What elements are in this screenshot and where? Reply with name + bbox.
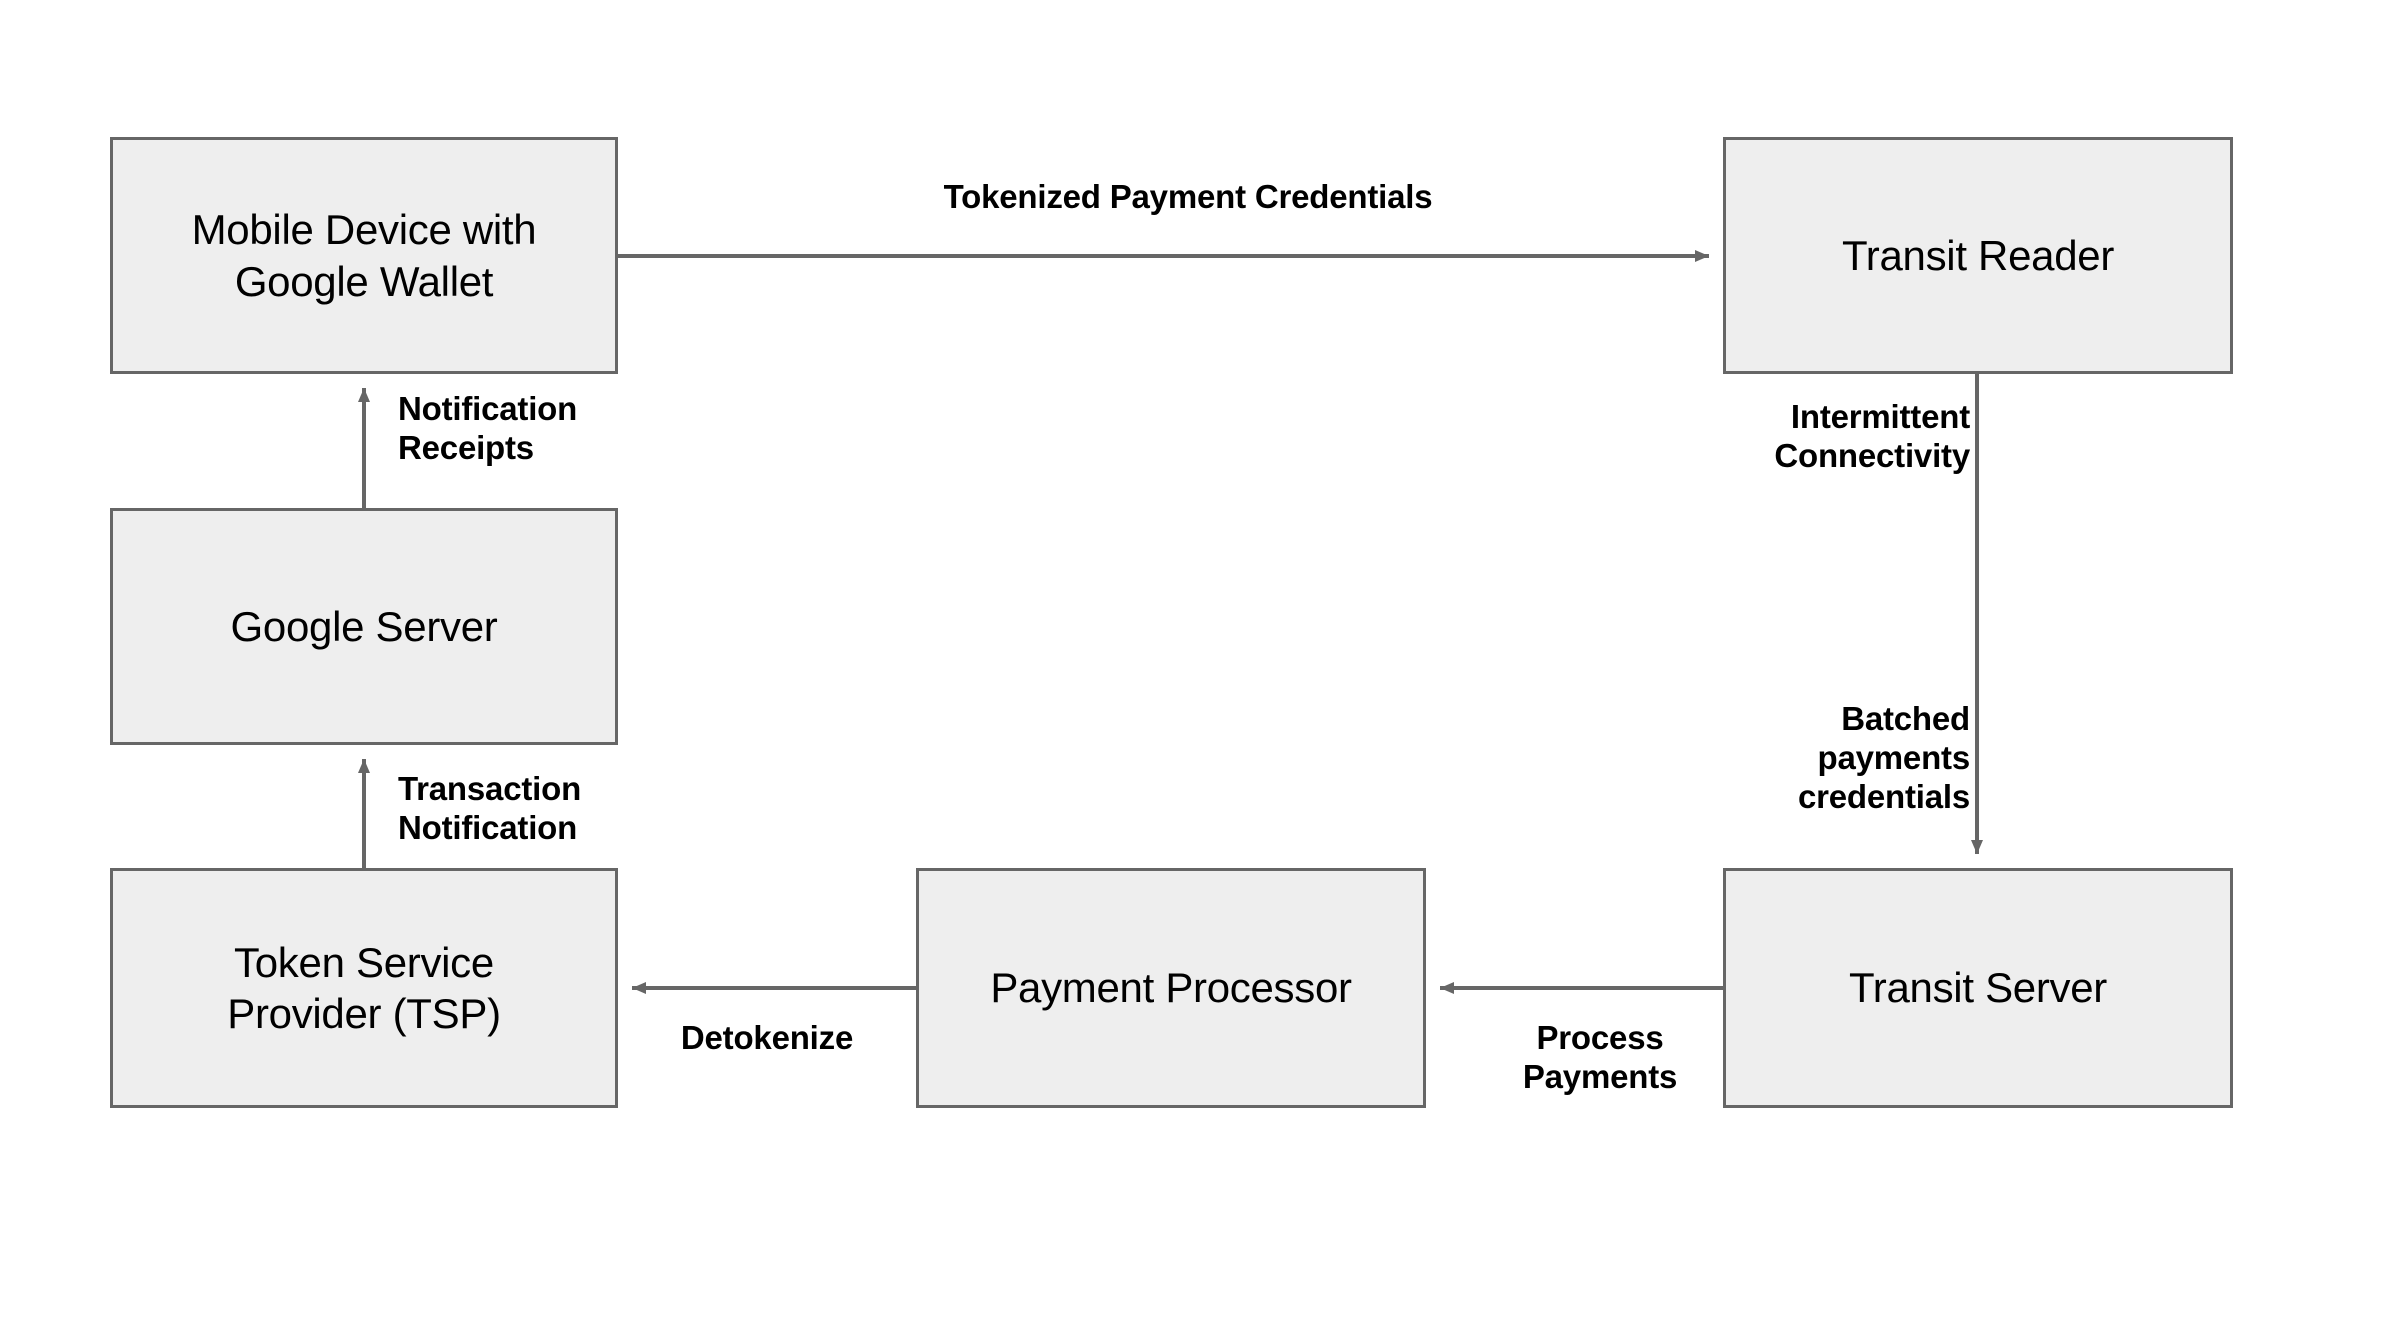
node-payment-processor[interactable]: Payment Processor [916, 868, 1426, 1108]
node-transit-server[interactable]: Transit Server [1723, 868, 2233, 1108]
edge-label-notification-receipts: Notification Receipts [398, 390, 578, 466]
node-payment-processor-label: Payment Processor [990, 964, 1352, 1012]
node-mobile-device[interactable]: Mobile Device with Google Wallet [110, 137, 618, 374]
node-token-service-provider-label: Token Service Provider (TSP) [227, 938, 501, 1037]
edge-label-process-payments: Process Payments [1522, 1019, 1678, 1095]
edge-label-transaction-notification: Transaction Notification [398, 770, 582, 846]
node-token-service-provider[interactable]: Token Service Provider (TSP) [110, 868, 618, 1108]
edge-label-intermittent-connectivity: Intermittent Connectivity [1774, 398, 1970, 474]
node-google-server[interactable]: Google Server [110, 508, 618, 745]
edge-label-batched-payments-credentials: Batched payments credentials [1797, 700, 1970, 815]
node-mobile-device-label: Mobile Device with Google Wallet [191, 206, 537, 305]
node-transit-reader[interactable]: Transit Reader [1723, 137, 2233, 374]
node-transit-server-label: Transit Server [1849, 964, 2107, 1012]
edge-label-detokenize: Detokenize [680, 1019, 854, 1056]
node-transit-reader-label: Transit Reader [1841, 231, 2115, 279]
edge-label-tokenized-payment-credentials: Tokenized Payment Credentials [943, 178, 1433, 215]
node-google-server-label: Google Server [230, 602, 498, 650]
